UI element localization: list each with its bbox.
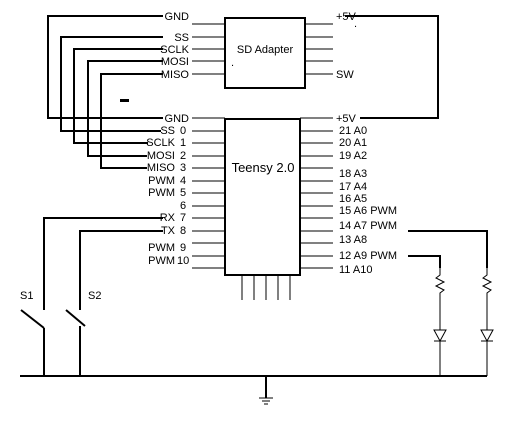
led-1 bbox=[433, 329, 447, 376]
wire-gnd bbox=[47, 15, 163, 119]
sd-pin-mosi: MOSI bbox=[161, 56, 189, 68]
teensy-right-pin-2: 19 A2 bbox=[339, 150, 367, 162]
teensy-left-num-10: 10 bbox=[177, 255, 189, 267]
switch-label-s1: S1 bbox=[20, 290, 33, 302]
teensy-left-num-6: 6 bbox=[180, 200, 186, 212]
teensy-left-name-10: PWM bbox=[148, 255, 175, 267]
resistor-2 bbox=[481, 268, 493, 330]
teensy-left-num-5: 5 bbox=[180, 187, 186, 199]
wire-ss bbox=[60, 36, 163, 132]
switch-s2 bbox=[65, 309, 86, 327]
wire-sclk bbox=[73, 48, 163, 144]
led-2 bbox=[480, 329, 494, 376]
teensy-right-pin-6: 15 A6 PWM bbox=[339, 205, 397, 217]
teensy-left-num-7: 7 bbox=[180, 212, 186, 224]
teensy-right-pin-4: 17 A4 bbox=[339, 181, 367, 193]
sd-adapter-title: SD Adapter bbox=[237, 44, 294, 56]
teensy-left-name-5: PWM bbox=[148, 187, 175, 199]
teensy-right-pin-0: 21 A0 bbox=[339, 125, 367, 137]
teensy-left-num-1: 1 bbox=[180, 137, 186, 149]
teensy-box bbox=[224, 118, 301, 276]
teensy-title: Teensy 2.0 bbox=[232, 160, 295, 175]
teensy-right-pin-8: 13 A8 bbox=[339, 234, 367, 246]
teensy-right-pin-1: 20 A1 bbox=[339, 137, 367, 149]
teensy-left-name-2: MOSI bbox=[147, 150, 175, 162]
resistor-1 bbox=[434, 268, 446, 330]
teensy-left-num-0: 0 bbox=[180, 125, 186, 137]
wire-rx bbox=[43, 217, 163, 310]
teensy-right-pin-3: 18 A3 bbox=[339, 168, 367, 180]
sd-pin-5v: +5V bbox=[336, 11, 357, 23]
ground-symbol bbox=[259, 397, 273, 405]
teensy-left-name-0: SS bbox=[160, 125, 175, 137]
teensy-left-name-7: RX bbox=[160, 212, 176, 224]
teensy-right-pin-9: 12 A9 PWM bbox=[339, 250, 397, 262]
wire-tx bbox=[79, 230, 163, 310]
sd-adapter-box bbox=[224, 17, 306, 89]
teensy-left-name-1: SCLK bbox=[146, 137, 175, 149]
sd-pin-miso: MISO bbox=[161, 69, 190, 81]
teensy-right-pin-10: 11 A10 bbox=[339, 264, 372, 276]
teensy-left-num-4: 4 bbox=[180, 175, 186, 187]
sd-dot: . bbox=[231, 57, 234, 69]
sd-pin-sclk: SCLK bbox=[160, 44, 189, 56]
sd-pin-sw: SW bbox=[336, 69, 354, 81]
wire-5v bbox=[345, 15, 439, 119]
teensy-left-name-9: PWM bbox=[148, 242, 175, 254]
teensy-right-pin-7: 14 A7 PWM bbox=[339, 220, 397, 232]
wire-led1 bbox=[408, 230, 488, 268]
sd-pin-ss: SS bbox=[174, 32, 189, 44]
teensy-left-name-4: PWM bbox=[148, 175, 175, 187]
teensy-left-num-8: 8 bbox=[180, 225, 186, 237]
teensy-left-num-2: 2 bbox=[180, 150, 186, 162]
wire-mosi bbox=[87, 60, 163, 157]
wire-led2 bbox=[408, 255, 441, 268]
switch-label-s2: S2 bbox=[88, 290, 101, 302]
teensy-left-name-3: MISO bbox=[147, 162, 176, 174]
teensy-pin-5v: +5V bbox=[336, 113, 357, 125]
teensy-right-pin-5: 16 A5 bbox=[339, 193, 367, 205]
sd-dot-2: . bbox=[354, 18, 357, 30]
wire-miso bbox=[100, 73, 163, 169]
teensy-left-num-3: 3 bbox=[180, 162, 186, 174]
switch-s1 bbox=[20, 309, 45, 329]
teensy-pin-gnd: GND bbox=[165, 113, 190, 125]
teensy-left-num-9: 9 bbox=[180, 242, 186, 254]
teensy-left-name-8: TX bbox=[161, 225, 176, 237]
sd-pin-gnd: GND bbox=[165, 11, 190, 23]
